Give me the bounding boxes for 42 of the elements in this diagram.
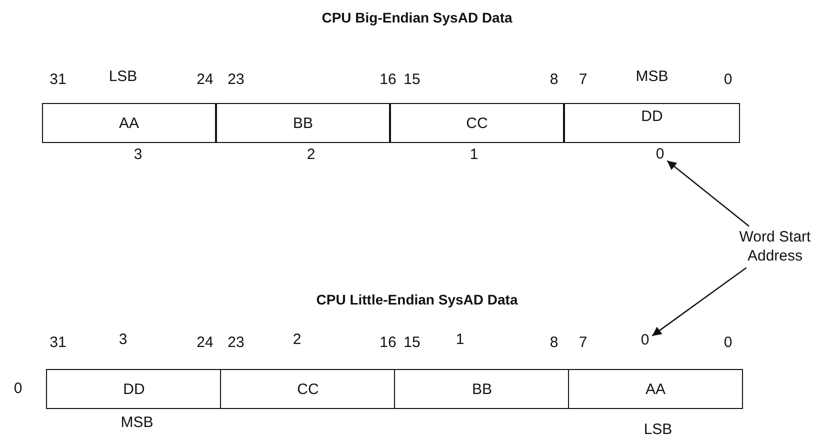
bit-number: 16 <box>380 334 396 352</box>
byte-field: AA <box>42 103 218 143</box>
byte-field: AA <box>568 369 743 409</box>
byte-order-label: MSB <box>120 414 154 432</box>
byte-number: 0 <box>640 332 650 350</box>
bit-number: 8 <box>550 72 558 88</box>
bit-number: 0 <box>14 380 22 398</box>
byte-field: DD <box>46 369 222 409</box>
leader-arrow <box>666 160 750 227</box>
diagram-heading: CPU Big-Endian SysAD Data <box>322 10 512 26</box>
byte-number: 2 <box>292 332 302 348</box>
diagram-heading: CPU Little-Endian SysAD Data <box>316 292 518 308</box>
bit-number: 0 <box>724 72 732 88</box>
byte-field: CC <box>220 369 396 409</box>
byte-number: 0 <box>656 146 664 164</box>
byte-number: 3 <box>134 146 142 164</box>
byte-field: BB <box>394 369 570 409</box>
byte-number: 1 <box>470 146 478 164</box>
bit-number: 0 <box>724 334 732 352</box>
bit-number: 31 <box>50 72 66 88</box>
byte-number: 1 <box>456 332 464 348</box>
bit-number: 24 <box>196 72 214 88</box>
byte-order-label: LSB <box>108 68 138 86</box>
bit-number: 24 <box>196 334 214 352</box>
bit-number: 15 <box>404 72 420 88</box>
byte-field: CC <box>390 103 566 143</box>
bit-number: 16 <box>380 72 396 88</box>
byte-order-label: MSB <box>636 68 668 86</box>
bit-number: 7 <box>578 72 588 88</box>
byte-order-label: LSB <box>644 422 672 438</box>
bit-number: 15 <box>404 334 420 352</box>
byte-field: DD <box>564 103 740 143</box>
bit-number: 23 <box>228 72 244 88</box>
byte-number: 2 <box>306 146 316 164</box>
bit-number: 8 <box>550 334 558 352</box>
leader-arrow <box>652 267 747 336</box>
bit-number: 31 <box>50 334 66 352</box>
byte-field: BB <box>216 103 392 143</box>
callout-text: Word Start Address <box>735 228 815 266</box>
byte-number: 3 <box>118 332 128 348</box>
bit-number: 23 <box>228 334 244 352</box>
bit-number: 7 <box>578 334 588 352</box>
